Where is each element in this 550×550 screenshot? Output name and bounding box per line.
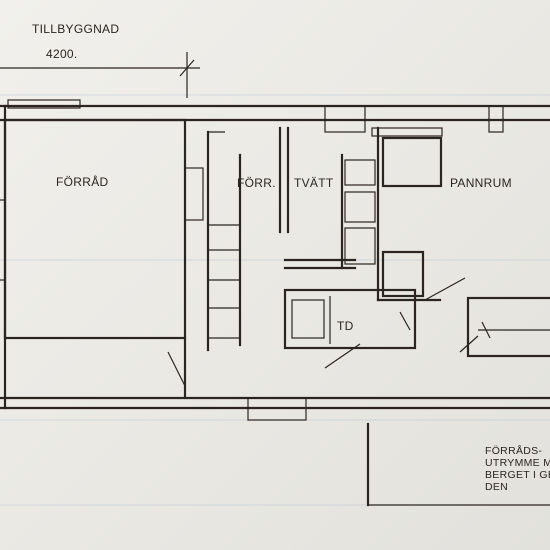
lower-markers bbox=[366, 422, 550, 507]
storage-note-line-2: UTRYMME M bbox=[485, 457, 550, 469]
forrad-room bbox=[0, 118, 204, 400]
room-label-tvatt: TVÄTT bbox=[294, 176, 334, 190]
room-label-forr: FÖRR. bbox=[237, 176, 276, 190]
dimension-line bbox=[0, 52, 200, 98]
storage-note: FÖRRÅDS- UTRYMME M BERGET I GR DEN bbox=[485, 445, 550, 493]
storage-note-line-4: DEN bbox=[485, 481, 509, 493]
top-windows bbox=[7, 99, 504, 137]
room-label-pannrum: PANNRUM bbox=[450, 176, 512, 190]
pannrum-room bbox=[376, 126, 466, 302]
storage-note-line-1: FÖRRÅDS- bbox=[485, 445, 543, 457]
bottom-window bbox=[247, 397, 307, 421]
td-area bbox=[283, 288, 417, 369]
right-bay bbox=[459, 296, 550, 358]
addition-title: TILLBYGGNAD bbox=[32, 22, 120, 36]
tvatt-partitions bbox=[278, 126, 376, 270]
outer-walls bbox=[0, 104, 550, 410]
room-label-forrad: FÖRRÅD bbox=[56, 175, 109, 189]
addition-dimension: 4200. bbox=[46, 47, 78, 61]
storage-note-line-3: BERGET I GR bbox=[485, 469, 550, 481]
room-label-td: TD bbox=[337, 319, 354, 333]
staircase bbox=[206, 130, 242, 352]
